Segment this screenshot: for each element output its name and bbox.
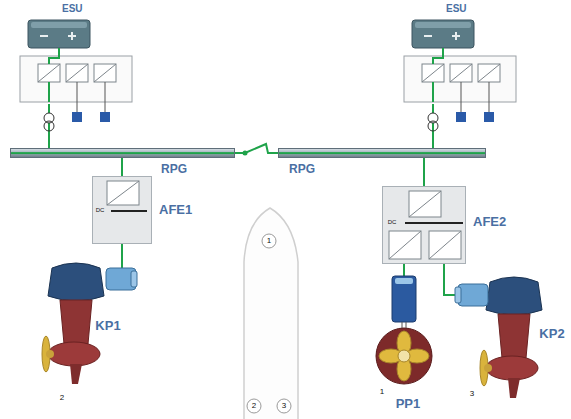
node-label: RPG xyxy=(161,163,187,176)
converter xyxy=(409,191,441,217)
part-label: KP1 xyxy=(95,319,120,333)
pp1-hull xyxy=(376,328,432,384)
wire xyxy=(121,244,123,268)
motor-cap xyxy=(131,271,137,287)
callout-number: 1 xyxy=(380,388,384,397)
hub xyxy=(398,350,410,362)
esu-box: ESU xyxy=(402,20,518,104)
esu-box: ESU xyxy=(18,20,134,104)
power-line xyxy=(432,104,434,148)
power-line xyxy=(121,158,123,176)
motor-cap xyxy=(455,287,461,303)
converter-diagonal xyxy=(409,191,441,217)
node-label: ESU xyxy=(446,3,467,14)
power-line xyxy=(423,158,425,186)
kp1-motor xyxy=(106,268,136,290)
converter-icons xyxy=(383,187,465,263)
power-line xyxy=(235,144,278,153)
converter-diagonal xyxy=(107,181,139,205)
dc-bus xyxy=(405,222,463,224)
esu-left xyxy=(20,20,132,122)
callout-number: 2 xyxy=(252,402,256,411)
converter-diagonal xyxy=(429,231,461,259)
node-label: AFE1 xyxy=(159,203,192,217)
node-label: ESU xyxy=(62,3,83,14)
converter xyxy=(107,181,139,205)
esu-right xyxy=(404,20,516,122)
node-label: RPG xyxy=(289,163,315,176)
callout-number: DC xyxy=(388,219,397,226)
transformer-symbol xyxy=(44,121,54,131)
converter-diagonal xyxy=(389,231,421,259)
node-label: AFE2 xyxy=(473,215,506,229)
wire xyxy=(403,264,405,276)
transformer-symbol xyxy=(428,121,438,131)
callout-number: 3 xyxy=(282,402,286,411)
part-label: PP1 xyxy=(396,397,421,411)
kp1-thruster xyxy=(42,263,104,384)
bus-bar: RPG xyxy=(278,148,486,158)
callout-number: 3 xyxy=(470,390,474,399)
callout-number: 1 xyxy=(267,237,271,246)
position-circle xyxy=(262,234,276,248)
switch-pivot xyxy=(243,151,248,156)
motor-cap xyxy=(395,278,413,284)
power-line xyxy=(48,104,50,148)
converter xyxy=(429,231,461,259)
callout-number: 2 xyxy=(60,394,64,403)
pp1-motor xyxy=(392,276,416,322)
pp1-propeller xyxy=(379,331,429,381)
ship-outline xyxy=(244,208,298,419)
part-label: KP2 xyxy=(539,327,564,341)
dc-bus xyxy=(111,210,147,212)
bus-bar: RPG xyxy=(10,148,235,158)
kp2-thruster xyxy=(480,277,542,398)
position-circle xyxy=(277,399,291,413)
converter xyxy=(389,231,421,259)
converter-box: AFE2 xyxy=(382,186,466,264)
kp2-motor xyxy=(458,284,488,306)
callout-number: DC xyxy=(96,207,105,214)
position-circle xyxy=(247,399,261,413)
